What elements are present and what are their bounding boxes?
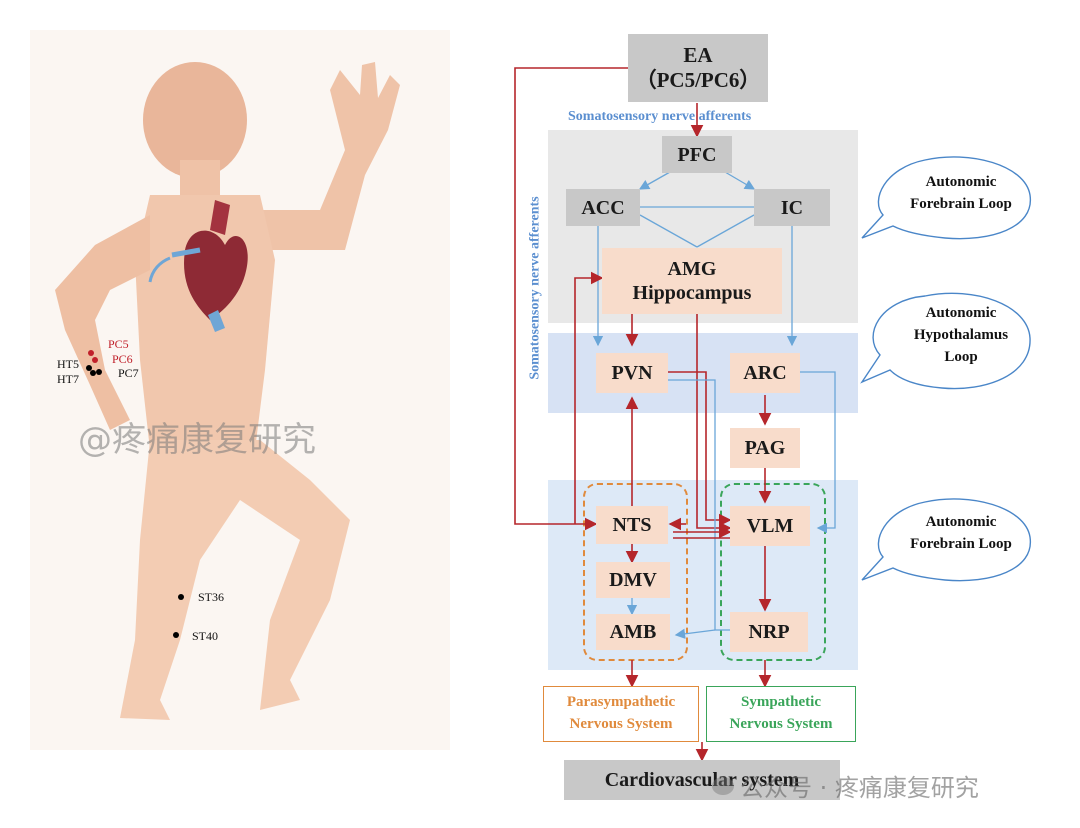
bubble-hypothalamus: Autonomic Hypothalamus Loop <box>896 303 1026 368</box>
wechat-icon <box>712 776 734 795</box>
afferent-side-label: Somatosensory nerve afferents <box>527 196 543 380</box>
vlm-node: VLM <box>730 506 810 546</box>
pc6-point <box>92 357 98 363</box>
ht5-point <box>86 365 92 371</box>
ic-node: IC <box>754 189 830 226</box>
st40-label: ST40 <box>192 629 219 643</box>
parasympathetic-box: Parasympathetic Nervous System <box>543 686 699 742</box>
ht7-label: HT7 <box>57 372 79 386</box>
st36-point <box>178 594 184 600</box>
hippocampus-label: Hippocampus <box>632 282 752 304</box>
footer-watermark-text: 公众号 · 疼痛康复研究 <box>740 774 979 802</box>
ht7-point <box>90 370 96 376</box>
ea-points-label: （PC5/PC6） <box>635 68 761 92</box>
arc-node: ARC <box>730 353 800 393</box>
symp-line1: Sympathetic <box>741 694 821 711</box>
nrp-node: NRP <box>730 612 808 652</box>
afferent-top-label: Somatosensory nerve afferents <box>568 109 752 124</box>
body-figure: PC5 PC6 HT5 HT7 PC7 ST36 ST40 @疼痛康复研究 <box>0 0 480 828</box>
sympathetic-box: Sympathetic Nervous System <box>706 686 856 742</box>
parasympathetic-group <box>583 483 688 661</box>
pc5-point <box>88 350 94 356</box>
bubble-forebrain-top: Autonomic Forebrain Loop <box>896 172 1026 216</box>
st40-point <box>173 632 179 638</box>
pvn-node: PVN <box>596 353 668 393</box>
watermark: @疼痛康复研究 <box>78 420 316 460</box>
amg-hippocampus-node: AMG Hippocampus <box>602 248 782 314</box>
bubble-top-line2: Forebrain Loop <box>910 195 1012 212</box>
st36-label: ST36 <box>198 590 225 604</box>
para-line1: Parasympathetic <box>566 694 676 711</box>
bubble-mid-line1: Autonomic <box>925 305 997 321</box>
amg-label: AMG <box>667 258 717 280</box>
bubble-mid-line2: Hypothalamus <box>913 326 1009 343</box>
sympathetic-group <box>720 483 826 661</box>
ea-box: EA （PC5/PC6） <box>628 34 768 102</box>
bubble-bot-line1: Autonomic <box>925 514 997 530</box>
pc7-point <box>96 369 102 375</box>
ea-label: EA <box>683 42 713 67</box>
ht5-label: HT5 <box>57 357 79 371</box>
acc-node: ACC <box>566 189 640 226</box>
body-silhouette <box>30 30 450 750</box>
pc5-label: PC5 <box>108 337 129 351</box>
nts-node: NTS <box>596 506 668 544</box>
amb-node: AMB <box>596 614 670 650</box>
pc6-label: PC6 <box>112 352 133 366</box>
dmv-node: DMV <box>596 562 670 598</box>
bubble-mid-line3: Loop <box>944 348 978 365</box>
pc7-label: PC7 <box>118 366 139 380</box>
para-line2: Nervous System <box>569 716 673 732</box>
footer-watermark: 公众号 · 疼痛康复研究 <box>712 768 979 803</box>
pag-node: PAG <box>730 428 800 468</box>
bubble-forebrain-bottom: Autonomic Forebrain Loop <box>896 512 1026 556</box>
bubble-bot-line2: Forebrain Loop <box>910 535 1012 552</box>
cardiovascular-box: Cardiovascular system <box>564 760 840 800</box>
pfc-node: PFC <box>662 136 732 173</box>
bubble-top-line1: Autonomic <box>925 174 997 190</box>
symp-line2: Nervous System <box>729 716 833 732</box>
